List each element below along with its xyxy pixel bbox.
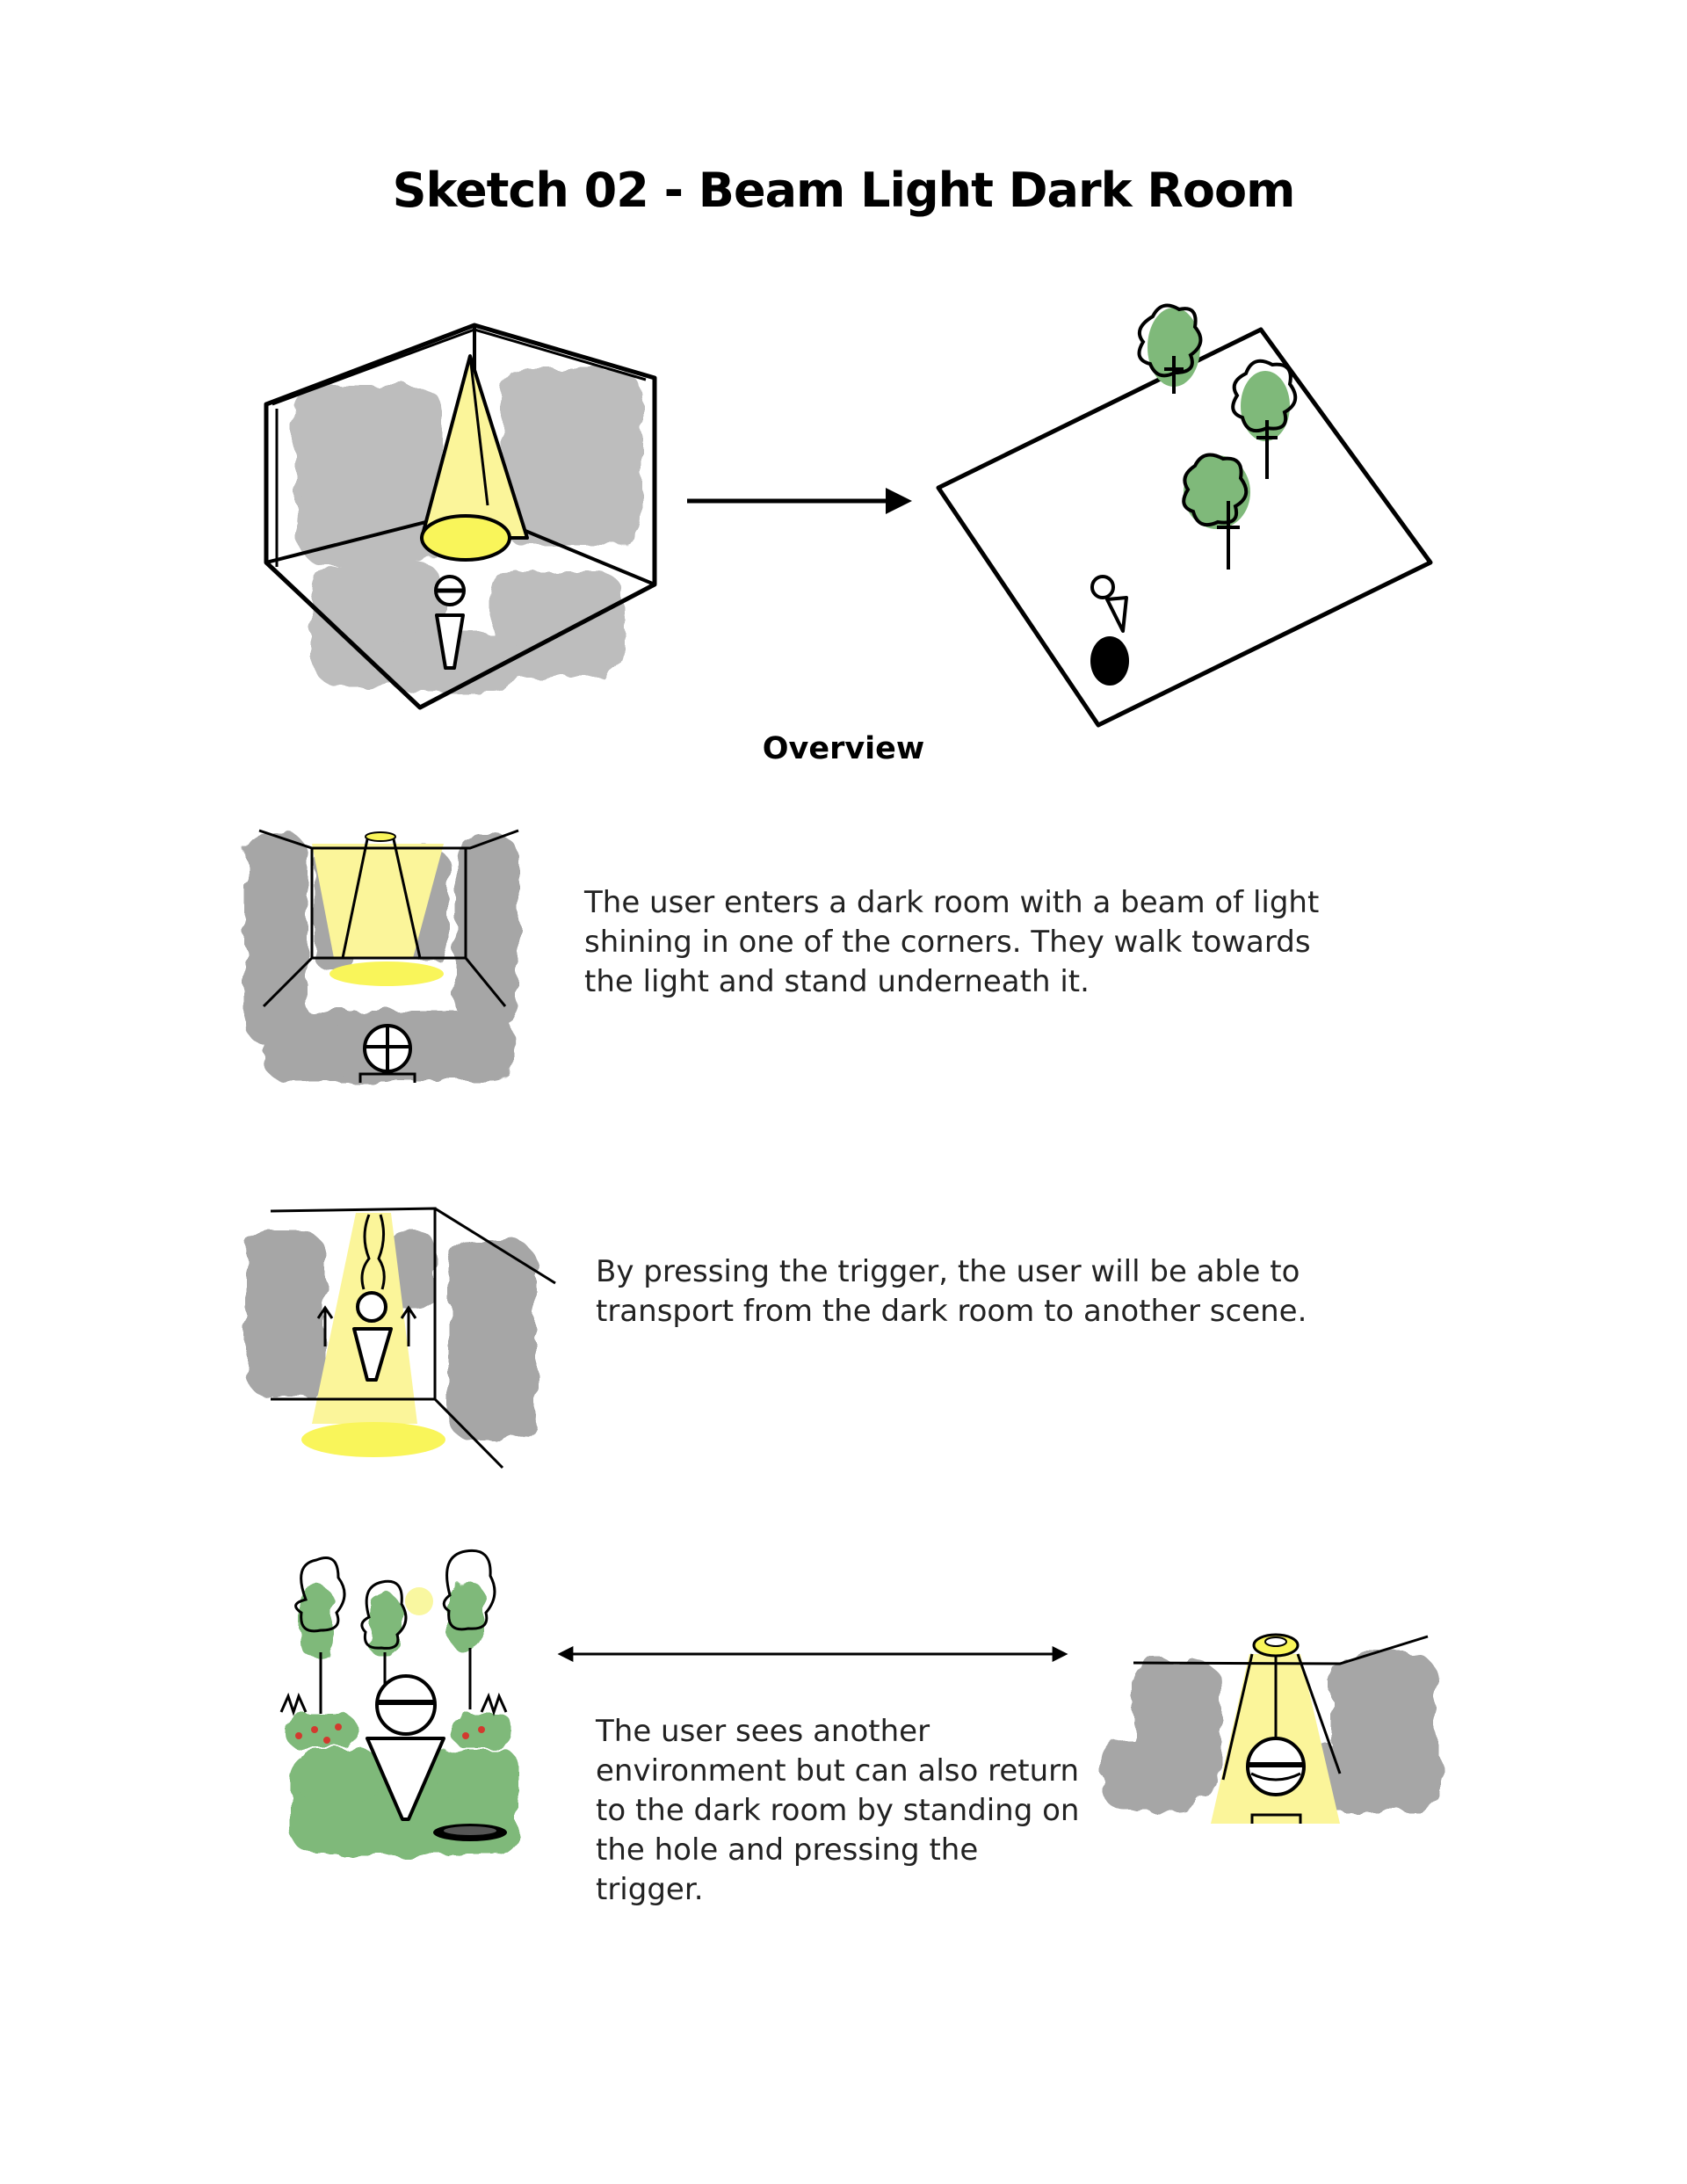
- hole-icon: [1090, 636, 1129, 686]
- step-3-scene-sketch: [279, 1549, 518, 1854]
- overview-room-sketch: [264, 323, 657, 710]
- page-title: Sketch 02 - Beam Light Dark Room: [392, 163, 1296, 218]
- step-3-room-sketch: [1103, 1633, 1441, 1824]
- tree-icon: [1182, 453, 1250, 570]
- step-2-description: By pressing the trigger, the user will b…: [596, 1254, 1307, 1329]
- step-2-sketch: [246, 1207, 556, 1469]
- tree-icon: [1231, 359, 1298, 479]
- overview-caption: Overview: [762, 731, 925, 766]
- step-3-description: The user sees another environment but ca…: [596, 1714, 1080, 1907]
- step-1-description: The user enters a dark room with a beam …: [584, 885, 1320, 999]
- step-1-sketch: [244, 829, 519, 1083]
- tree-icon: [1137, 303, 1203, 394]
- overview-scene-sketch: [936, 303, 1433, 728]
- sun-icon: [405, 1587, 433, 1615]
